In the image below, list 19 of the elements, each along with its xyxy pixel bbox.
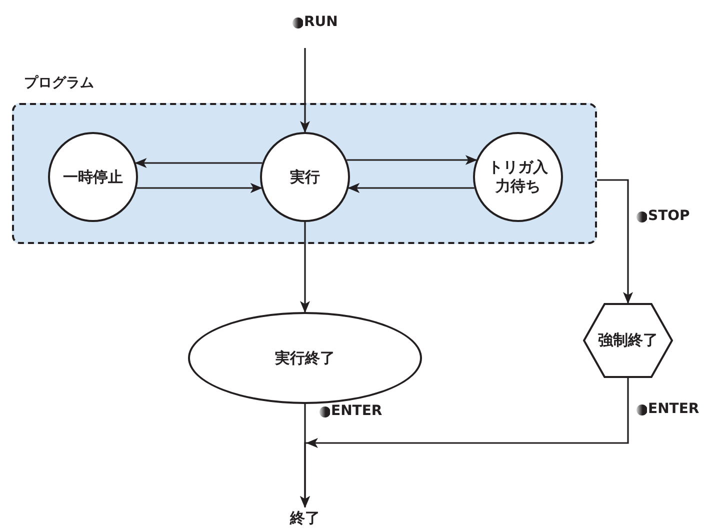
end-text: 終了: [285, 507, 325, 529]
edge-label: ENTER: [648, 401, 700, 417]
arrow: [300, 222, 310, 313]
arrow: [348, 183, 474, 193]
arrow: [134, 158, 262, 168]
state-circle: 一時停止: [48, 132, 138, 222]
end-state-ellipse: 実行終了: [188, 312, 422, 404]
arrow: [300, 48, 310, 133]
arrow: [346, 155, 478, 165]
arrow: [300, 378, 629, 508]
edge-label: RUN: [304, 14, 338, 30]
state-circle: 実行: [260, 132, 350, 222]
arrow: [136, 183, 262, 193]
state-circle: トリガ入力待ち: [473, 132, 563, 222]
group-heading: プログラム: [24, 75, 94, 92]
arrow: [597, 179, 633, 304]
edge-label: ENTER: [331, 403, 382, 419]
edge-label: STOP: [648, 208, 690, 224]
forced-end-hexagon: 強制終了: [583, 303, 673, 378]
